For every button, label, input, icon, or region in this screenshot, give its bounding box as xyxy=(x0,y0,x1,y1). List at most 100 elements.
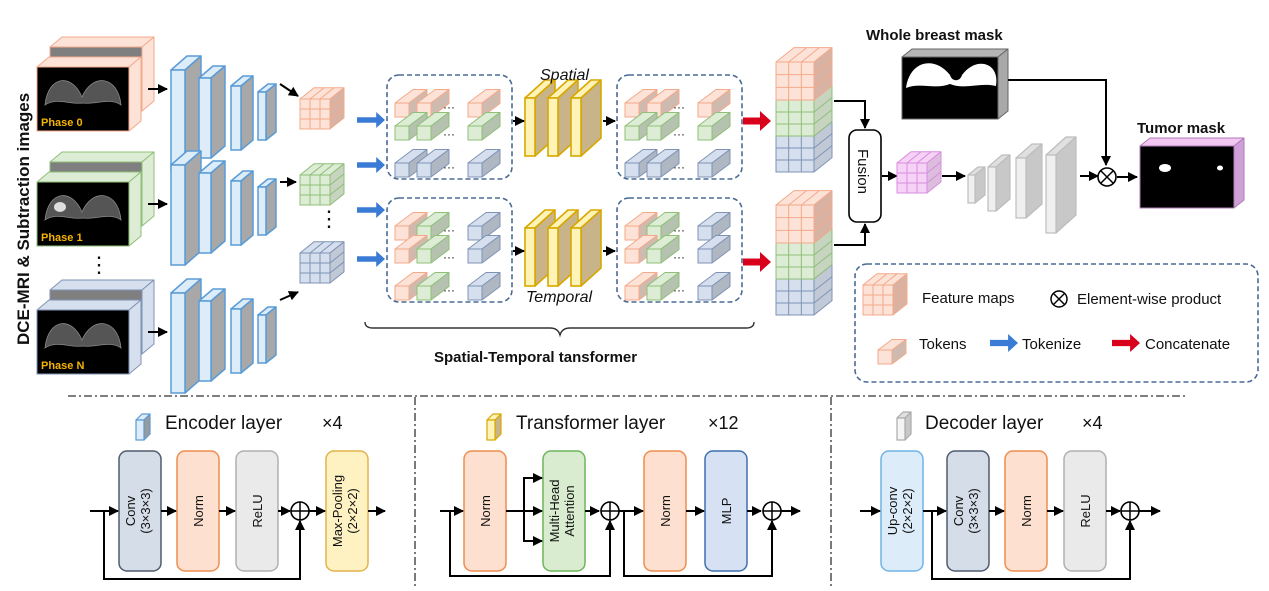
slab-front xyxy=(775,135,815,173)
slab-top xyxy=(36,171,142,183)
slab-front xyxy=(394,102,410,118)
concatenated-features xyxy=(743,47,870,316)
slab-top xyxy=(1139,137,1245,147)
token-group-spatial-out: ········· xyxy=(616,74,743,180)
slab-side xyxy=(128,171,142,247)
encoder-layer-icon xyxy=(135,413,151,441)
token-box xyxy=(386,197,513,303)
grid-line xyxy=(813,240,833,256)
slab-front xyxy=(257,186,267,236)
legend-concatenate: Concatenate xyxy=(1145,336,1230,353)
slab-front xyxy=(394,285,410,301)
token-box xyxy=(386,74,513,180)
token xyxy=(697,89,731,118)
slab-front xyxy=(198,172,212,254)
transformer-spatial xyxy=(513,79,616,157)
grid-line xyxy=(319,163,335,176)
token-ellipsis: ··· xyxy=(443,250,455,264)
grid-line xyxy=(329,173,345,186)
grid-line xyxy=(882,273,898,286)
grid-line xyxy=(892,293,908,306)
decoder-conv-block: Conv(3×3×3) xyxy=(946,450,990,572)
slab-side xyxy=(128,299,142,375)
slab-front xyxy=(467,162,483,178)
encoder-slab xyxy=(198,288,226,382)
slab-front xyxy=(198,300,212,382)
vertical-ellipsis: ⋮ xyxy=(88,252,110,277)
transformer-layer-icon xyxy=(486,413,502,441)
decoder-relu-block: ReLU xyxy=(1063,450,1107,572)
legend-element-wise-product: Element-wise product xyxy=(1077,291,1222,308)
token xyxy=(416,149,450,178)
slab-front xyxy=(394,225,410,241)
slab-front xyxy=(524,97,536,157)
slab-front xyxy=(967,174,976,204)
token xyxy=(467,272,501,301)
token-ellipsis: ··· xyxy=(443,160,455,174)
slab-side xyxy=(265,83,277,141)
residual-add-icon xyxy=(290,501,310,521)
legend-tokenize-arrow xyxy=(990,334,1018,352)
slab-side xyxy=(128,56,142,132)
legend xyxy=(862,273,1140,365)
slab-front xyxy=(697,162,713,178)
tumor-lesion xyxy=(1159,164,1171,172)
block-label: Attention xyxy=(562,485,577,536)
token-ellipsis: ··· xyxy=(673,250,685,264)
phase-label: Phase 0 xyxy=(41,117,83,129)
encoder-layer-repeat: ×4 xyxy=(322,413,343,433)
transformer-slab xyxy=(570,209,602,287)
slab-front xyxy=(862,284,894,316)
concat-stack-temporal xyxy=(775,190,833,316)
token-groups: ···································· xyxy=(386,74,743,303)
block-label: Conv xyxy=(123,495,138,526)
block-label: Norm xyxy=(191,495,206,527)
lesion xyxy=(54,202,66,212)
tokenize-arrow xyxy=(357,157,385,173)
token xyxy=(697,272,731,301)
skip-connection xyxy=(449,511,615,577)
slab-side xyxy=(240,170,254,246)
grid-line xyxy=(813,97,833,113)
decoder xyxy=(882,136,1099,234)
encoder-slab xyxy=(198,65,226,159)
grid-line xyxy=(329,251,345,264)
slab-front xyxy=(416,125,432,141)
block-label: ReLU xyxy=(250,494,265,527)
block-label: Norm xyxy=(658,495,673,527)
token xyxy=(646,272,680,301)
tokenize-arrow xyxy=(357,251,385,267)
slab-front xyxy=(170,292,186,394)
transformer-slab xyxy=(524,209,556,287)
grid-line xyxy=(813,145,833,161)
slab-top xyxy=(901,48,1009,58)
transformer-temporal xyxy=(513,209,616,287)
encoder-0 xyxy=(170,55,277,171)
whole-breast-mask-label: Whole breast mask xyxy=(866,27,1003,44)
grid-line xyxy=(309,87,325,100)
mask-arrow xyxy=(1008,79,1111,166)
block-label: Up-conv xyxy=(885,486,900,535)
input-phase-2: Phase N xyxy=(36,279,168,375)
token xyxy=(467,212,501,241)
slab-front xyxy=(230,180,242,246)
token xyxy=(697,149,731,178)
slab-front xyxy=(697,285,713,301)
slab-front xyxy=(646,248,662,264)
token xyxy=(467,89,501,118)
encoders xyxy=(170,55,299,394)
token-group-spatial-in: ········· xyxy=(386,74,513,180)
grid-line xyxy=(329,97,345,110)
slab-front xyxy=(394,125,410,141)
slab-front xyxy=(646,285,662,301)
tumor-lesion xyxy=(1217,165,1223,171)
slab-front xyxy=(624,162,640,178)
feature-map-0 xyxy=(299,87,345,130)
transformer-norm-block-1: Norm xyxy=(463,450,507,572)
to-fusion-arrow xyxy=(834,223,870,246)
block-label: ReLU xyxy=(1078,494,1093,527)
to-fusion-arrow xyxy=(834,100,870,129)
grid-line xyxy=(926,171,942,184)
slab-top xyxy=(36,299,142,311)
transformer-layer-title: Transformer layer xyxy=(516,413,666,434)
